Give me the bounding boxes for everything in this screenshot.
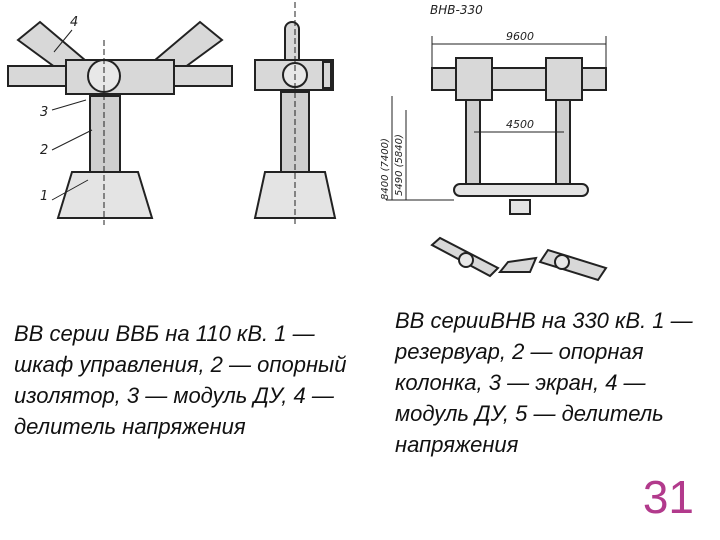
dimension-top: 9600 bbox=[506, 30, 534, 43]
dimension-mid: 4500 bbox=[506, 118, 534, 131]
caption-vnv: ВВ серииВНВ на 330 кВ. 1 — резервуар, 2 … bbox=[395, 308, 693, 457]
dimension-vertical-1: 8400 (7400) bbox=[380, 138, 391, 200]
label-4: 4 bbox=[70, 15, 78, 30]
vnv-330-drawing: ВНВ-330 9600 4500 8400 (7400) 5490 (5840… bbox=[380, 3, 608, 282]
vvb-front-view-drawing: 4 3 2 1 bbox=[7, 15, 233, 225]
label-2: 2 bbox=[40, 143, 48, 158]
label-1: 1 bbox=[40, 189, 48, 204]
drawing-title: ВНВ-330 bbox=[430, 3, 483, 17]
label-3: 3 bbox=[40, 105, 48, 120]
caption-vvb: ВВ серии ВВБ на 110 кВ. 1 — шкаф управле… bbox=[14, 321, 347, 439]
page-number: 31 bbox=[642, 471, 694, 523]
dimension-vertical-2: 5490 (5840) bbox=[394, 134, 405, 196]
vvb-side-view-drawing bbox=[253, 2, 337, 225]
